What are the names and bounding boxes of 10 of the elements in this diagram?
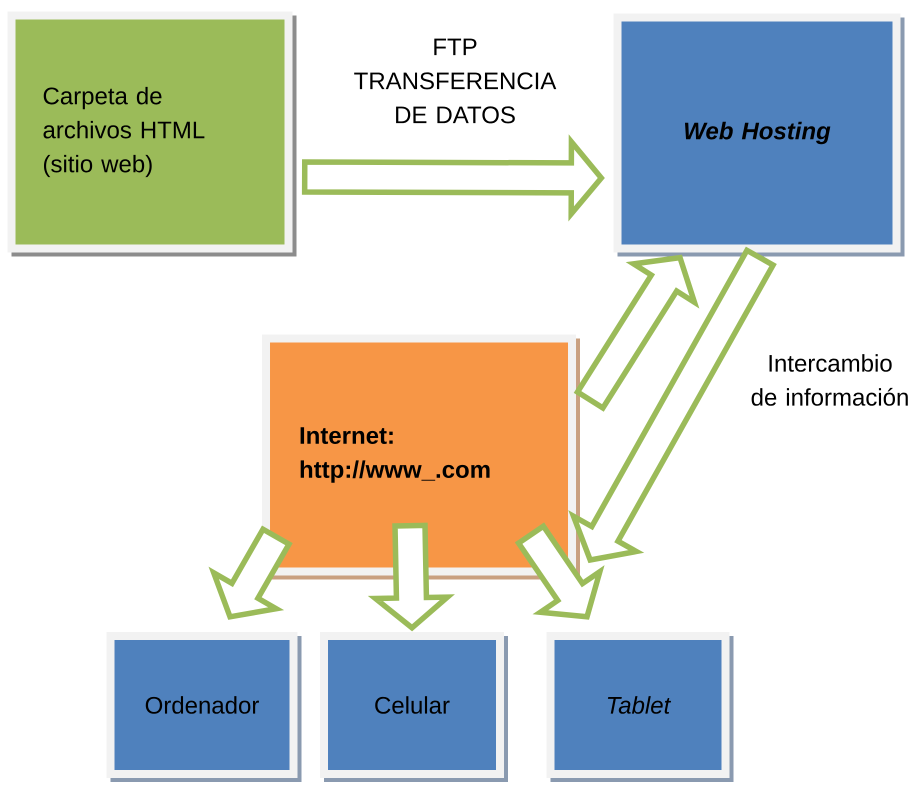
device-box: Tablet: [546, 632, 734, 782]
block-arrow: [302, 134, 605, 222]
edge-label: Intercambio de información: [752, 354, 908, 406]
folder-box: Carpeta de archivos HTML (sitio web): [8, 12, 296, 256]
device-box: Celular: [320, 632, 508, 782]
internet-box: Internet: http://www_.com: [262, 334, 580, 580]
edge-label: FTP TRANSFERENCIA DE DATOS: [354, 38, 556, 124]
block-arrow: [368, 522, 455, 632]
hosting-box: Web Hosting: [614, 14, 904, 256]
device-box: Ordenador: [106, 632, 302, 782]
